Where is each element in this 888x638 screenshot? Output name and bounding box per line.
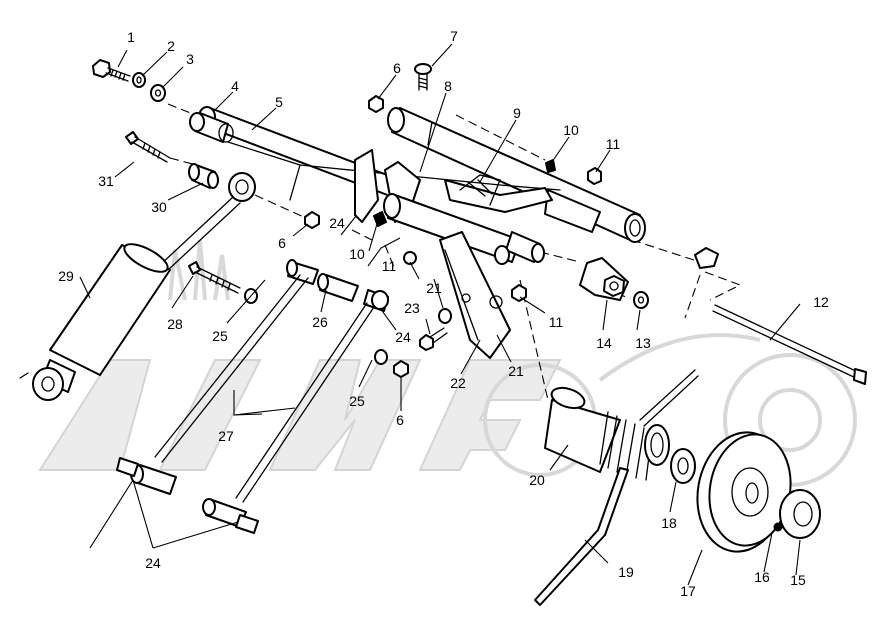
callout-6-low: 6 <box>396 412 404 428</box>
callout-11-right: 11 <box>549 314 564 330</box>
bolt-28 <box>188 261 241 294</box>
arm-bracket-22 <box>439 231 511 359</box>
callout-24-upper: 24 <box>329 215 345 231</box>
nut-11-upper <box>587 167 602 185</box>
callout-17: 17 <box>680 583 696 599</box>
spring-20 <box>544 369 699 481</box>
callout-9: 9 <box>513 105 521 121</box>
nut-6-lower <box>393 360 409 378</box>
callout-25-upper: 25 <box>212 328 228 344</box>
callout-26: 26 <box>312 314 328 330</box>
callout-14: 14 <box>596 335 612 351</box>
callout-18: 18 <box>661 515 677 531</box>
callout-21-lower: 21 <box>508 363 524 379</box>
callout-29: 29 <box>58 268 74 284</box>
callout-31: 31 <box>98 173 114 189</box>
nut-11-right <box>511 284 527 302</box>
callout-24-lower: 24 <box>145 555 161 571</box>
callout-16: 16 <box>754 569 770 585</box>
callout-6-top: 6 <box>393 60 401 76</box>
washer-21-b <box>403 251 417 265</box>
pulley-wheel-17 <box>696 431 792 553</box>
nut-6-mid <box>304 211 320 229</box>
callout-6-mid: 6 <box>278 235 286 251</box>
rear-cross-tube <box>387 107 646 243</box>
pivot-shaft <box>383 193 545 265</box>
hub-15 <box>779 489 821 539</box>
long-bolt-12 <box>712 304 867 385</box>
bolt-23 <box>419 327 448 351</box>
callout-24-mid: 24 <box>395 329 411 345</box>
washer-18-hole <box>677 457 689 475</box>
callout-22: 22 <box>450 375 466 391</box>
washer-13 <box>633 291 649 309</box>
callout-25-lower: 25 <box>349 393 365 409</box>
bracket-14 <box>579 257 629 301</box>
cap-screw-1 <box>92 59 131 82</box>
callout-3: 3 <box>186 51 194 67</box>
callout-labels: 1 2 3 4 5 6 6 6 7 8 9 10 10 11 11 11 12 … <box>58 28 829 599</box>
bolt-7 <box>414 63 432 91</box>
shock-absorber-29 <box>19 172 256 401</box>
callout-21-upper: 21 <box>426 280 442 296</box>
callout-23: 23 <box>404 300 420 316</box>
callout-20: 20 <box>529 472 545 488</box>
callout-4: 4 <box>231 78 239 94</box>
link-rod-27-right <box>202 289 389 534</box>
callout-10-right: 10 <box>563 122 579 138</box>
set-screw-16 <box>773 522 783 532</box>
link-rod-27-left <box>116 259 319 495</box>
flat-washer-3 <box>150 84 166 102</box>
spring-lever-19 <box>534 467 629 606</box>
bushing-30 <box>188 163 219 189</box>
callout-10-left: 10 <box>349 246 365 262</box>
callout-28: 28 <box>167 316 183 332</box>
callout-8: 8 <box>444 78 452 94</box>
lock-washer-2 <box>132 72 146 88</box>
washer-18 <box>670 448 696 484</box>
callout-2: 2 <box>167 38 175 54</box>
callout-15: 15 <box>790 572 806 588</box>
callout-12: 12 <box>813 294 829 310</box>
washer-21 <box>438 308 452 324</box>
flat-washer-3-hole <box>154 89 162 97</box>
callout-13: 13 <box>635 335 651 351</box>
washer-25-lower <box>374 349 388 365</box>
lock-washer-2-hole <box>136 76 142 84</box>
bolt-31 <box>125 131 171 163</box>
callout-11-top: 11 <box>606 136 621 152</box>
callout-7: 7 <box>450 28 458 44</box>
bushing-26 <box>317 273 359 302</box>
callout-1: 1 <box>127 29 135 45</box>
callout-5: 5 <box>275 94 283 110</box>
clip-right <box>694 247 719 269</box>
grease-fitting-10-b <box>373 211 387 227</box>
leader-lines <box>79 43 801 586</box>
callout-19: 19 <box>618 564 634 580</box>
callout-11-mid: 11 <box>382 258 397 274</box>
callout-30: 30 <box>151 199 167 215</box>
nut-6-upper <box>368 95 384 113</box>
grease-fitting-10 <box>545 159 556 173</box>
washer-13-hole <box>637 296 645 304</box>
callout-27: 27 <box>218 428 234 444</box>
pivot-frame <box>227 141 561 223</box>
